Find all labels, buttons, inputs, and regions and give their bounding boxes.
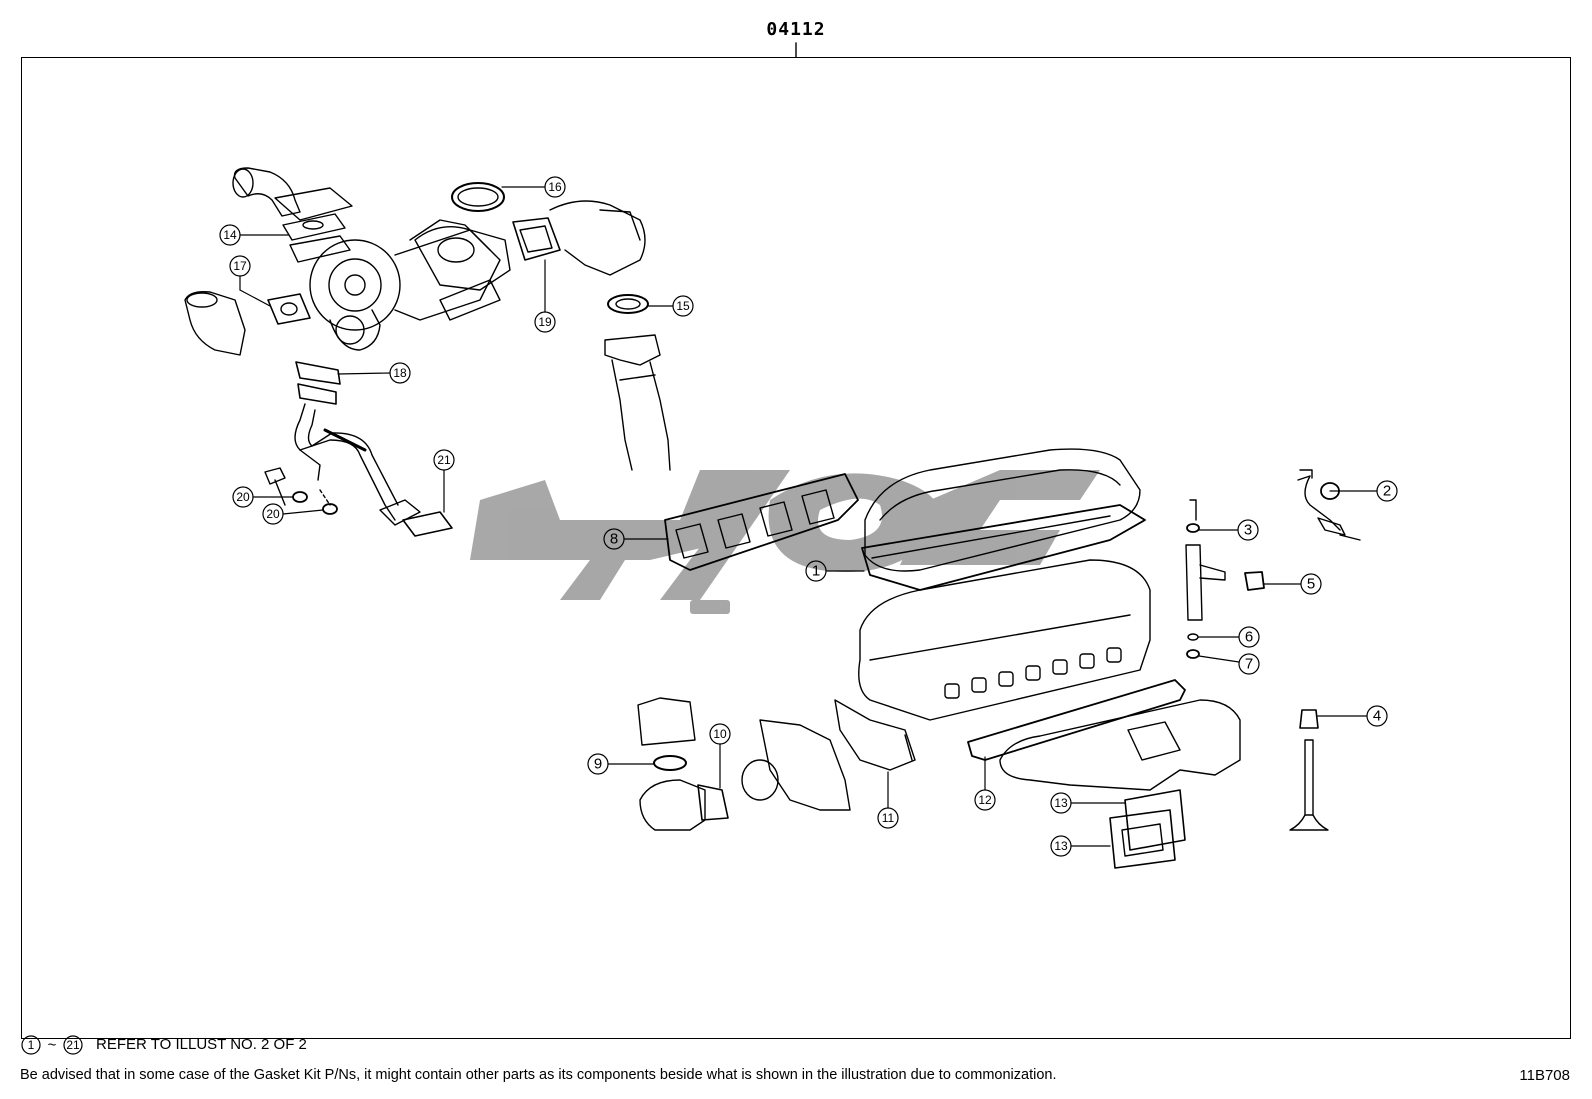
callout-21-label: 21 (437, 453, 451, 467)
callout-20b: 20 (262, 503, 284, 525)
refer-note: REFER TO ILLUST NO. 2 OF 2 (96, 1036, 307, 1053)
callout-13b: 13 (1050, 835, 1072, 857)
callout-2-label: 2 (1383, 483, 1391, 500)
sensor-assembly (1297, 469, 1361, 541)
callout-5: 5 (1300, 573, 1322, 595)
callout-12-label: 12 (978, 793, 992, 807)
callout-18-label: 18 (393, 366, 407, 380)
turbo-assembly (184, 167, 646, 537)
illustration-id: 11B708 (1519, 1067, 1570, 1084)
callout-3-label: 3 (1244, 522, 1252, 539)
callout-6-label: 6 (1245, 629, 1253, 646)
callout-14: 14 (219, 224, 241, 246)
refer-note-text: REFER TO ILLUST NO. 2 OF 2 (96, 1036, 307, 1053)
water-pump (741, 699, 916, 811)
callout-10: 10 (709, 723, 731, 745)
callout-11: 11 (877, 807, 899, 829)
leader-lines (239, 186, 1378, 847)
callout-5-label: 5 (1307, 576, 1315, 593)
front-pipe (604, 294, 671, 471)
callout-11-label: 11 (882, 811, 895, 825)
callout-8-label: 8 (610, 531, 618, 548)
callout-21: 21 (433, 449, 455, 471)
callout-17-label: 17 (233, 259, 247, 273)
valve-assembly (1289, 709, 1329, 831)
callout-14-label: 14 (223, 228, 237, 242)
callout-15: 15 (672, 295, 694, 317)
callout-1: 1 (805, 560, 827, 582)
callout-12: 12 (974, 789, 996, 811)
callout-4-label: 4 (1373, 708, 1381, 725)
callouts: 1 2 3 4 5 6 7 8 9 10 11 12 13 13 14 15 1… (219, 176, 1398, 857)
callout-19: 19 (534, 311, 556, 333)
callout-3: 3 (1237, 519, 1259, 541)
range-start-label: 1 (28, 1038, 35, 1052)
callout-19-label: 19 (538, 315, 552, 329)
callout-17: 17 (229, 255, 251, 277)
callout-20a: 20 (232, 486, 254, 508)
range-end-label: 21 (66, 1038, 80, 1052)
callout-13b-label: 13 (1054, 839, 1068, 853)
callout-18: 18 (389, 362, 411, 384)
callout-2: 2 (1376, 480, 1398, 502)
callout-1-label: 1 (812, 563, 820, 580)
water-outlet (637, 697, 729, 831)
range-separator: ~ (48, 1037, 57, 1054)
note-range-callouts: 1 ~ 21 (21, 1035, 83, 1055)
callout-15-label: 15 (676, 299, 690, 313)
callout-9: 9 (587, 753, 609, 775)
callout-4: 4 (1366, 705, 1388, 727)
injector-assembly (1185, 499, 1265, 659)
callout-13a-label: 13 (1054, 796, 1068, 810)
callout-20a-label: 20 (236, 490, 250, 504)
callout-16-label: 16 (548, 180, 562, 194)
watermark-logo (470, 470, 1100, 614)
callout-8: 8 (603, 528, 625, 550)
callout-7: 7 (1238, 653, 1260, 675)
callout-10-label: 10 (713, 727, 727, 741)
diagram-code: 04112 (766, 19, 826, 40)
callout-7-label: 7 (1245, 656, 1253, 673)
intake-manifold (967, 679, 1241, 869)
callout-16: 16 (544, 176, 566, 198)
callout-20b-label: 20 (266, 507, 280, 521)
manifold-gasket (664, 473, 859, 571)
callout-6: 6 (1238, 626, 1260, 648)
callout-13a: 13 (1050, 792, 1072, 814)
callout-9-label: 9 (594, 756, 602, 773)
advisory-note: Be advised that in some case of the Gask… (20, 1067, 1057, 1083)
cylinder-head-cover (858, 448, 1151, 721)
